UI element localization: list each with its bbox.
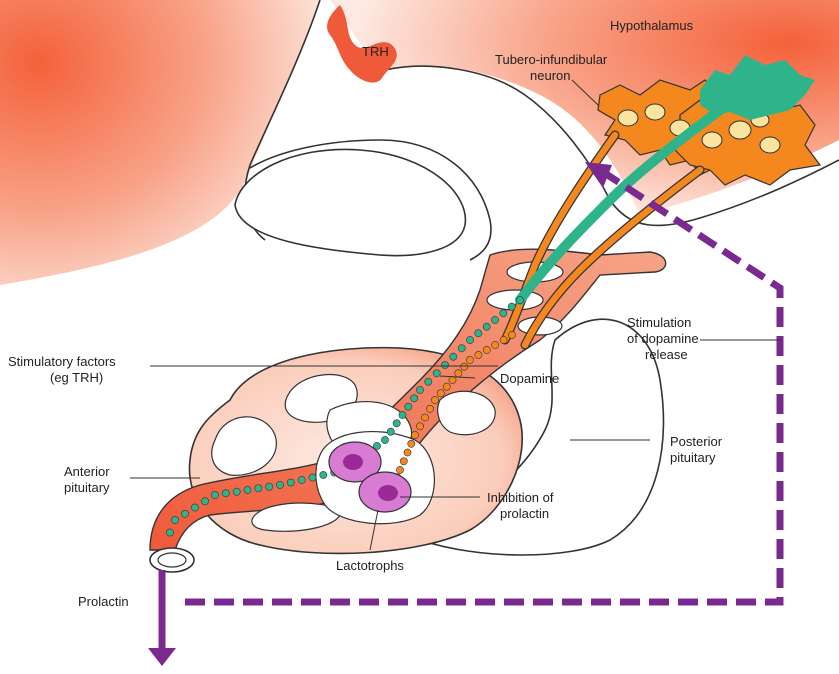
stimulatory-dot	[475, 330, 482, 337]
stimulatory-dot	[320, 471, 327, 478]
label-trh: TRH	[362, 44, 389, 59]
stimulatory-dot	[201, 498, 208, 505]
label-anterior-1: Anterior	[64, 464, 110, 479]
stimulatory-dot	[466, 336, 473, 343]
label-anterior-2: pituitary	[64, 480, 110, 495]
stimulatory-dot	[287, 479, 294, 486]
stimulatory-dot	[516, 296, 523, 303]
stimulatory-dot	[425, 378, 432, 385]
label-dopamine: Dopamine	[500, 371, 559, 386]
stimulatory-dot	[309, 474, 316, 481]
lactotroph-nucleus	[378, 485, 398, 501]
stimulatory-dot	[298, 476, 305, 483]
dopamine-dot	[508, 331, 515, 338]
label-posterior-1: Posterior	[670, 434, 723, 449]
label-inhibition-1: Inhibition of	[487, 490, 554, 505]
stimulatory-dot	[233, 488, 240, 495]
stimulatory-dot	[244, 486, 251, 493]
label-stimulatory-2: (eg TRH)	[50, 370, 103, 385]
dopamine-dot	[411, 431, 418, 438]
stimulatory-dot	[450, 353, 457, 360]
stimulatory-dot	[508, 303, 515, 310]
stimulatory-dot	[500, 310, 507, 317]
stimulatory-dot	[405, 403, 412, 410]
label-neuron-2: neuron	[530, 68, 570, 83]
stimulatory-dot	[433, 370, 440, 377]
stimulatory-dot	[171, 516, 178, 523]
dopamine-dot	[400, 458, 407, 465]
stimulatory-dot	[387, 428, 394, 435]
stimulatory-dot	[276, 481, 283, 488]
dopamine-dot	[443, 383, 450, 390]
stimulatory-dot	[393, 420, 400, 427]
dopamine-dot	[431, 396, 438, 403]
dopamine-dot	[492, 341, 499, 348]
dopamine-dot	[500, 336, 507, 343]
stimulatory-dot	[181, 510, 188, 517]
vessel-lumen	[158, 553, 186, 567]
dopamine-dot	[426, 405, 433, 412]
label-stimulation-3: release	[645, 347, 688, 362]
label-inhibition-2: prolactin	[500, 506, 549, 521]
label-neuron-1: Tubero-infundibular	[495, 52, 608, 67]
stimulatory-dot	[381, 436, 388, 443]
stimulatory-dot	[441, 361, 448, 368]
stimulatory-dot	[191, 504, 198, 511]
stimulatory-dot	[211, 491, 218, 498]
label-stimulation-1: Stimulation	[627, 315, 691, 330]
stimulatory-dot	[411, 395, 418, 402]
lactotroph-nucleus	[343, 454, 363, 470]
stimulatory-dot	[416, 386, 423, 393]
dopamine-dot	[461, 363, 468, 370]
stimulatory-dot	[483, 323, 490, 330]
dopamine-dot	[404, 449, 411, 456]
dopamine-dot	[408, 440, 415, 447]
sinusoid	[438, 391, 496, 434]
stimulatory-dot	[399, 411, 406, 418]
stimulatory-dot	[491, 316, 498, 323]
stimulatory-dot	[266, 483, 273, 490]
dopamine-dot	[455, 370, 462, 377]
stimulatory-dot	[458, 345, 465, 352]
dopamine-dot	[421, 414, 428, 421]
label-lactotrophs: Lactotrophs	[336, 558, 404, 573]
dopamine-dot	[437, 390, 444, 397]
label-posterior-2: pituitary	[670, 450, 716, 465]
dopamine-dot	[416, 423, 423, 430]
label-hypothalamus: Hypothalamus	[610, 18, 694, 33]
label-prolactin: Prolactin	[78, 594, 129, 609]
stimulatory-dot	[166, 529, 173, 536]
dopamine-dot	[466, 356, 473, 363]
dopamine-dot	[483, 346, 490, 353]
dopamine-dot	[396, 466, 403, 473]
label-stimulation-2: of dopamine	[627, 331, 699, 346]
label-stimulatory-1: Stimulatory factors	[8, 354, 116, 369]
stimulatory-dot	[222, 490, 229, 497]
stimulatory-dot	[255, 485, 262, 492]
dopamine-dot	[449, 376, 456, 383]
dopamine-dot	[475, 351, 482, 358]
